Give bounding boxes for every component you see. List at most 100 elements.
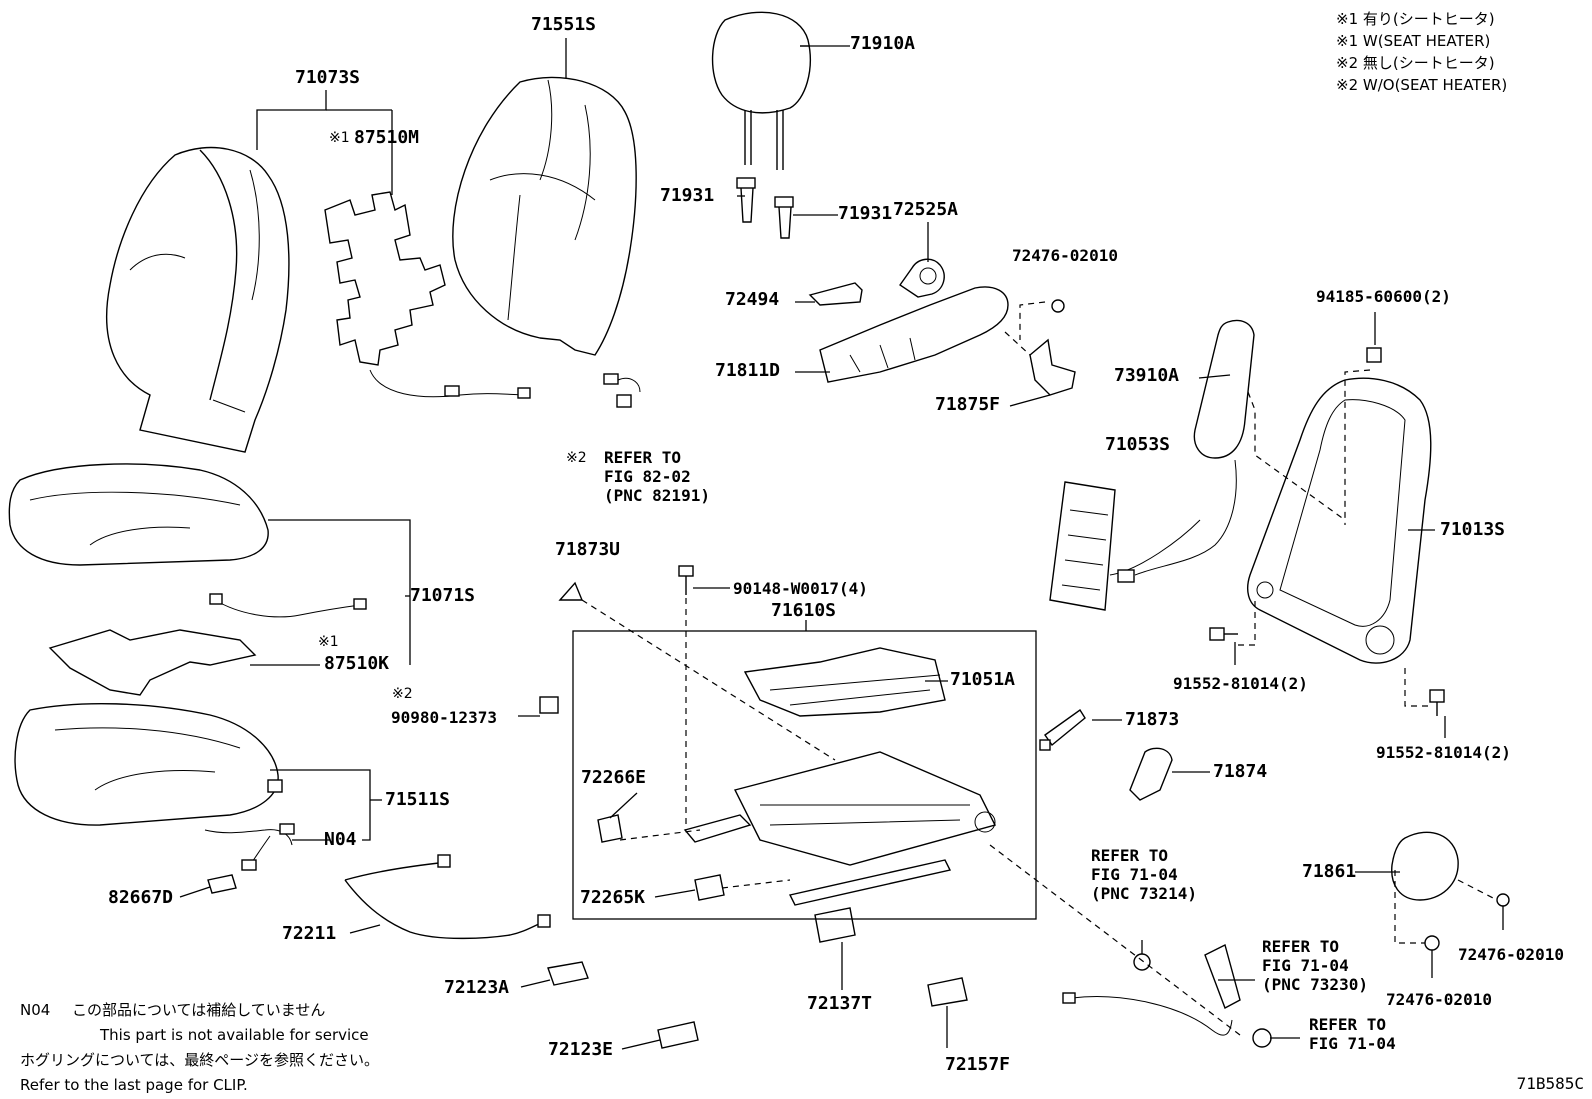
legend-line-3: ※2 無し(シートヒータ) — [1336, 54, 1495, 72]
track-cover-drawings — [597, 814, 725, 901]
heater-mark-87510K: ※1 — [318, 634, 339, 650]
refer-fig-71-04: REFER TO FIG 71-04 — [1309, 1015, 1396, 1053]
refer-line: FIG 71-04 — [1262, 956, 1349, 975]
part-label-71013S: 71013S — [1440, 519, 1506, 540]
seatback-frame-drawing — [1247, 377, 1432, 664]
refer-line: (PNC 82191) — [604, 486, 710, 505]
refer-line: (PNC 73230) — [1262, 975, 1368, 994]
leader-lines — [179, 38, 1504, 1050]
part-label-71051A: 71051A — [950, 669, 1016, 690]
part-label-72123A: 72123A — [444, 977, 510, 998]
part-label-73910A: 73910A — [1114, 365, 1180, 386]
bolt-90148-drawing — [678, 565, 694, 595]
seatback-heater-drawing — [324, 191, 531, 399]
side-shield-drawing — [819, 286, 1009, 383]
note-n04-english: This part is not available for service — [100, 1026, 369, 1044]
refer-line: REFER TO — [604, 448, 682, 467]
part-label-71861: 71861 — [1302, 861, 1357, 882]
part-label-72525A: 72525A — [893, 199, 959, 220]
seat-cushion-cover-drawing — [14, 702, 283, 826]
refer-line: FIG 71-04 — [1091, 865, 1178, 884]
heater-mark-87510M: ※1 — [329, 130, 350, 146]
refer-fig-71-04-pnc-73230: REFER TO FIG 71-04 (PNC 73230) — [1262, 937, 1368, 994]
side-airbag-drawing — [1117, 319, 1255, 583]
refer-fig-71-04-pnc-73214: REFER TO FIG 71-04 (PNC 73214) — [1091, 846, 1197, 903]
part-label-71874: 71874 — [1213, 761, 1268, 782]
cover-71861-drawing — [1391, 831, 1459, 901]
guide-71873U-drawing — [558, 581, 584, 601]
bracket-71873-drawing — [1039, 708, 1086, 751]
part-label-72494: 72494 — [725, 289, 780, 310]
legend-line-2: ※1 W(SEAT HEATER) — [1336, 32, 1491, 50]
part-label-90148: 90148-W0017(4) — [733, 579, 868, 598]
part-label-94185: 94185-60600(2) — [1316, 287, 1451, 306]
legend-line-1: ※1 有り(シートヒータ) — [1336, 10, 1495, 28]
legend: ※1 有り(シートヒータ) ※1 W(SEAT HEATER) ※2 無し(シー… — [1336, 8, 1507, 96]
refer-line: (PNC 73214) — [1091, 884, 1197, 903]
part-label-72137T: 72137T — [807, 993, 873, 1014]
part-label-72476-lower: 72476-02010 — [1386, 990, 1492, 1009]
part-label-91552-left: 91552-81014(2) — [1173, 674, 1308, 693]
note-n04-code: N04 — [20, 1001, 51, 1019]
seatback-cover-drawing — [106, 146, 290, 453]
part-label-71873: 71873 — [1125, 709, 1180, 730]
seat-cushion-pad-drawing — [8, 463, 269, 566]
part-label-71875F: 71875F — [935, 394, 1001, 415]
part-label-71053S: 71053S — [1105, 434, 1171, 455]
note-clip-japanese: ホグリングについては、最終ページを参照ください。 — [20, 1051, 379, 1069]
refer-fig-82-02: REFER TO FIG 82-02 (PNC 82191) — [604, 448, 710, 505]
recliner-knob-drawing — [899, 258, 945, 298]
seat-belt-buckle-drawing — [1062, 943, 1272, 1048]
part-label-71511S: 71511S — [385, 789, 451, 810]
seatback-cover-71551S-drawing — [452, 76, 637, 356]
connector-90980-drawing — [539, 696, 559, 714]
part-label-71931-right: 71931 — [838, 203, 893, 224]
cushion-heater-drawing — [48, 593, 367, 696]
part-label-71071S: 71071S — [410, 585, 476, 606]
part-label-72265K: 72265K — [580, 887, 646, 908]
part-label-72123E: 72123E — [548, 1039, 614, 1060]
part-label-71610S: 71610S — [771, 600, 837, 621]
part-label-87510M: 87510M — [354, 127, 420, 148]
part-label-71931-left: 71931 — [660, 185, 715, 206]
note-n04-japanese: この部品については補給していません — [72, 1001, 326, 1019]
part-label-72476-right: 72476-02010 — [1458, 945, 1564, 964]
cover-71875F-drawing — [1029, 338, 1076, 396]
connector-82667D-drawing — [207, 874, 237, 894]
part-label-90980: 90980-12373 — [391, 708, 497, 727]
refer-line: FIG 82-02 — [604, 467, 691, 486]
refer-line: FIG 71-04 — [1309, 1034, 1396, 1053]
nut-94185-drawing — [1366, 347, 1382, 363]
screw-lower-drawings — [1424, 893, 1510, 951]
part-label-71551S: 71551S — [531, 14, 597, 35]
clip-drawings — [547, 907, 968, 1049]
part-label-72266E: 72266E — [581, 767, 647, 788]
part-label-71910A: 71910A — [850, 33, 916, 54]
part-label-N04: N04 — [324, 829, 357, 850]
seat-adjuster-frame-drawing — [683, 751, 997, 906]
headrest-support-drawing — [736, 177, 794, 239]
cushion-spring-drawing — [743, 647, 946, 717]
legend-line-4: ※2 W/O(SEAT HEATER) — [1336, 76, 1508, 94]
figure-code: 71B585C — [1516, 1074, 1584, 1093]
part-label-71073S: 71073S — [295, 67, 361, 88]
refer-line: REFER TO — [1091, 846, 1169, 865]
part-label-82667D: 82667D — [108, 887, 174, 908]
assembly-dashed-lines — [581, 301, 1498, 1036]
harness-n04-drawing — [204, 823, 295, 871]
lever-drawing — [808, 282, 863, 306]
headrest-drawing — [711, 11, 811, 170]
part-label-91552-right: 91552-81014(2) — [1376, 743, 1511, 762]
part-label-72211: 72211 — [282, 923, 337, 944]
refer-line: REFER TO — [1309, 1015, 1387, 1034]
part-label-87510K: 87510K — [324, 653, 390, 674]
bracket-71874-drawing — [1129, 747, 1173, 801]
screw-drawing — [1051, 299, 1065, 313]
seat-track-box — [572, 630, 1037, 920]
note-clip-english: Refer to the last page for CLIP. — [20, 1076, 248, 1094]
connector-drawing — [603, 373, 641, 408]
lumbar-support-drawing — [1049, 481, 1201, 611]
part-label-72157F: 72157F — [945, 1054, 1011, 1075]
